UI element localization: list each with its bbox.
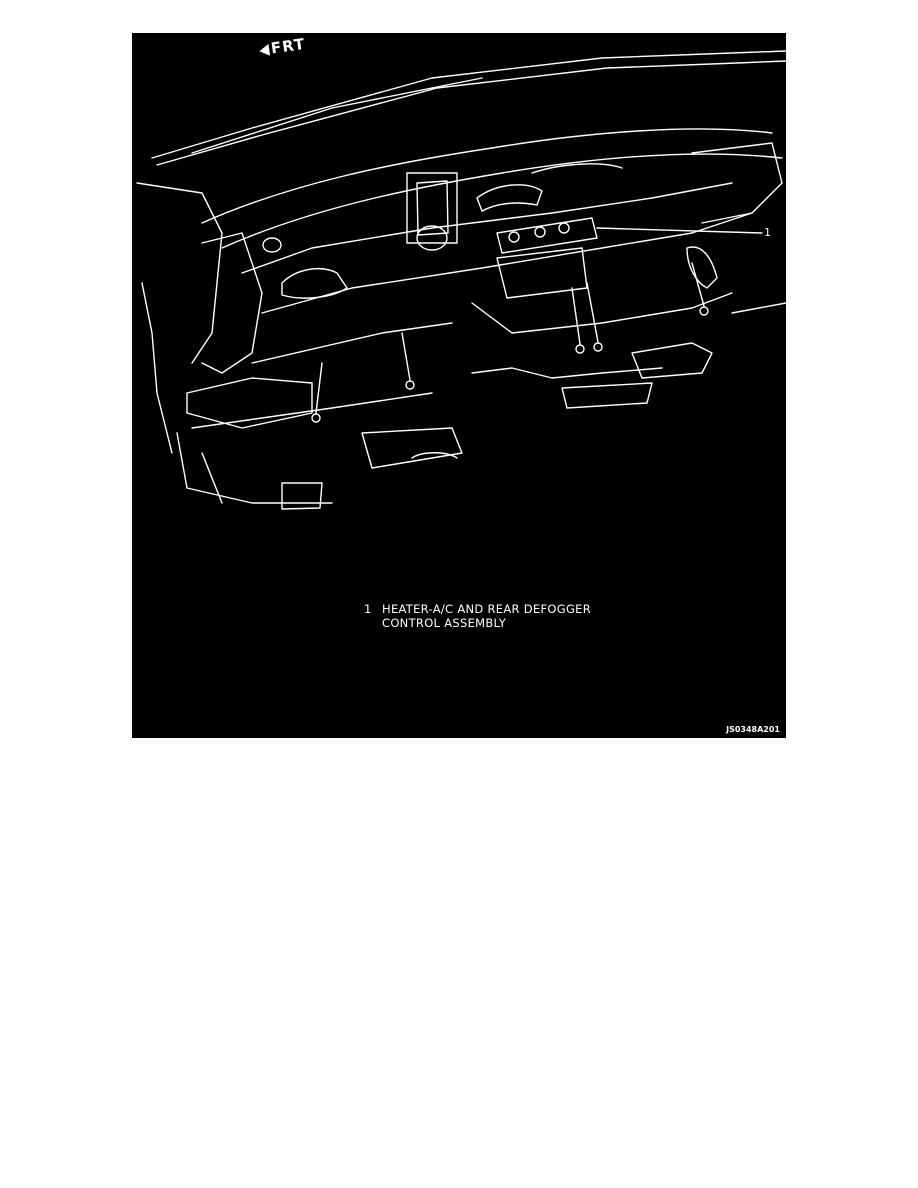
legend-line-1: 1 HEATER-A/C AND REAR DEFOGGER — [364, 602, 591, 616]
figure-id: JS0348A201 — [726, 725, 780, 734]
legend-number: 1 — [364, 602, 372, 616]
legend-text-1: HEATER-A/C AND REAR DEFOGGER — [382, 602, 592, 616]
legend-text-2: CONTROL ASSEMBLY — [382, 616, 507, 630]
figure-legend: 1 HEATER-A/C AND REAR DEFOGGER CONTROL AS… — [364, 602, 591, 630]
front-arrow-icon — [258, 43, 271, 57]
dashboard-line-art — [136, 50, 786, 510]
callout-number: 1 — [764, 226, 771, 239]
